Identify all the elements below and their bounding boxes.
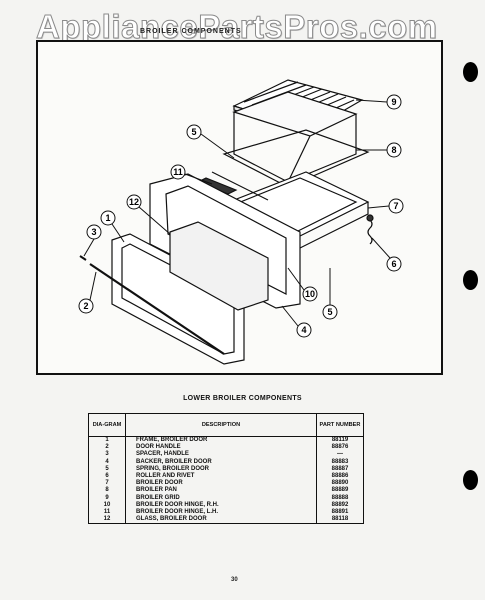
page-number: 30	[231, 577, 238, 583]
table-title: LOWER BROILER COMPONENTS	[183, 395, 302, 402]
part-description: BROILER GRID	[125, 494, 317, 502]
part-description: BACKER, BROILER DOOR	[125, 458, 317, 466]
diagram-number: 6	[88, 473, 126, 481]
diagram-number: 7	[88, 480, 126, 488]
svg-text:7: 7	[393, 201, 398, 211]
callout-markers: 9 5 11 8 12 1 7 3 6 10 5 4 2	[78, 94, 404, 338]
part-number: 88891	[316, 509, 364, 517]
callout-5b: 5	[322, 268, 338, 320]
binder-hole	[463, 62, 478, 82]
diagram-number: 8	[88, 487, 126, 495]
callout-1: 1	[100, 210, 125, 243]
part-number: 88876	[316, 444, 364, 452]
door-frame-drawing	[89, 233, 245, 365]
part-number: 88886	[316, 473, 364, 481]
part-description: SPRING, BROILER DOOR	[125, 465, 317, 474]
broiler-pan-drawing	[222, 91, 370, 188]
part-number: 88887	[316, 465, 364, 474]
part-description: FRAME, BROILER DOOR	[125, 436, 317, 445]
exploded-diagram-frame: 9 5 11 8 12 1 7 3 6 10 5 4 2	[36, 40, 443, 375]
callout-7: 7	[367, 198, 404, 214]
svg-text:5: 5	[191, 127, 196, 137]
diagram-number: 4	[88, 458, 126, 466]
callout-8: 8	[356, 142, 402, 158]
callout-3: 3	[83, 224, 102, 257]
part-description: BROILER PAN	[125, 487, 317, 495]
callout-10: 10	[287, 267, 318, 302]
part-description: BROILER DOOR HINGE, R.H.	[125, 501, 317, 510]
callout-2: 2	[78, 271, 97, 314]
part-number: —	[316, 451, 364, 459]
part-number: 88889	[316, 487, 364, 495]
column-header-part-number: PART NUMBER	[316, 413, 364, 437]
svg-text:3: 3	[91, 227, 96, 237]
diagram-number: 11	[88, 509, 126, 517]
diagram-number: 3	[88, 451, 126, 459]
diagram-number: 1	[88, 436, 126, 445]
callout-12: 12	[126, 194, 171, 235]
part-number: 88883	[316, 458, 364, 466]
svg-text:4: 4	[301, 325, 306, 335]
binder-hole	[463, 270, 478, 290]
svg-text:8: 8	[391, 145, 396, 155]
diagram-number: 9	[88, 494, 126, 502]
exploded-diagram: 9 5 11 8 12 1 7 3 6 10 5 4 2	[78, 79, 404, 365]
callout-4: 4	[281, 305, 312, 338]
part-description: GLASS, BROILER DOOR	[125, 516, 317, 525]
diagram-number: 10	[88, 501, 126, 510]
diagram-number: 5	[88, 465, 126, 474]
svg-text:9: 9	[391, 97, 396, 107]
part-description: DOOR HANDLE	[125, 444, 317, 452]
diagram-header: BROILER COMPONENTS	[140, 28, 242, 35]
part-number: 88119	[316, 436, 364, 445]
part-number: 88888	[316, 494, 364, 502]
part-number: 88118	[316, 516, 364, 525]
svg-text:1: 1	[105, 213, 110, 223]
svg-text:11: 11	[173, 167, 183, 177]
part-description: ROLLER AND RIVET	[125, 473, 317, 481]
svg-text:5: 5	[327, 307, 332, 317]
part-description: BROILER DOOR	[125, 480, 317, 488]
svg-text:2: 2	[83, 301, 88, 311]
svg-text:12: 12	[129, 197, 139, 207]
callout-6: 6	[371, 237, 402, 272]
callout-9: 9	[355, 94, 402, 110]
part-number: 88890	[316, 480, 364, 488]
column-header-description: DESCRIPTION	[125, 413, 317, 437]
column-header-diagram: DIA-GRAM	[88, 413, 126, 437]
part-description: SPACER, HANDLE	[125, 451, 317, 459]
callout-11: 11	[170, 164, 213, 185]
svg-text:6: 6	[391, 259, 396, 269]
svg-text:10: 10	[305, 289, 315, 299]
callout-5a: 5	[186, 124, 235, 159]
diagram-number: 12	[88, 516, 126, 525]
binder-hole	[463, 470, 478, 490]
part-number: 88892	[316, 501, 364, 510]
watermark: AppliancePartsPros.com	[36, 8, 438, 46]
diagram-number: 2	[88, 444, 126, 452]
part-description: BROILER DOOR HINGE, L.H.	[125, 509, 317, 517]
